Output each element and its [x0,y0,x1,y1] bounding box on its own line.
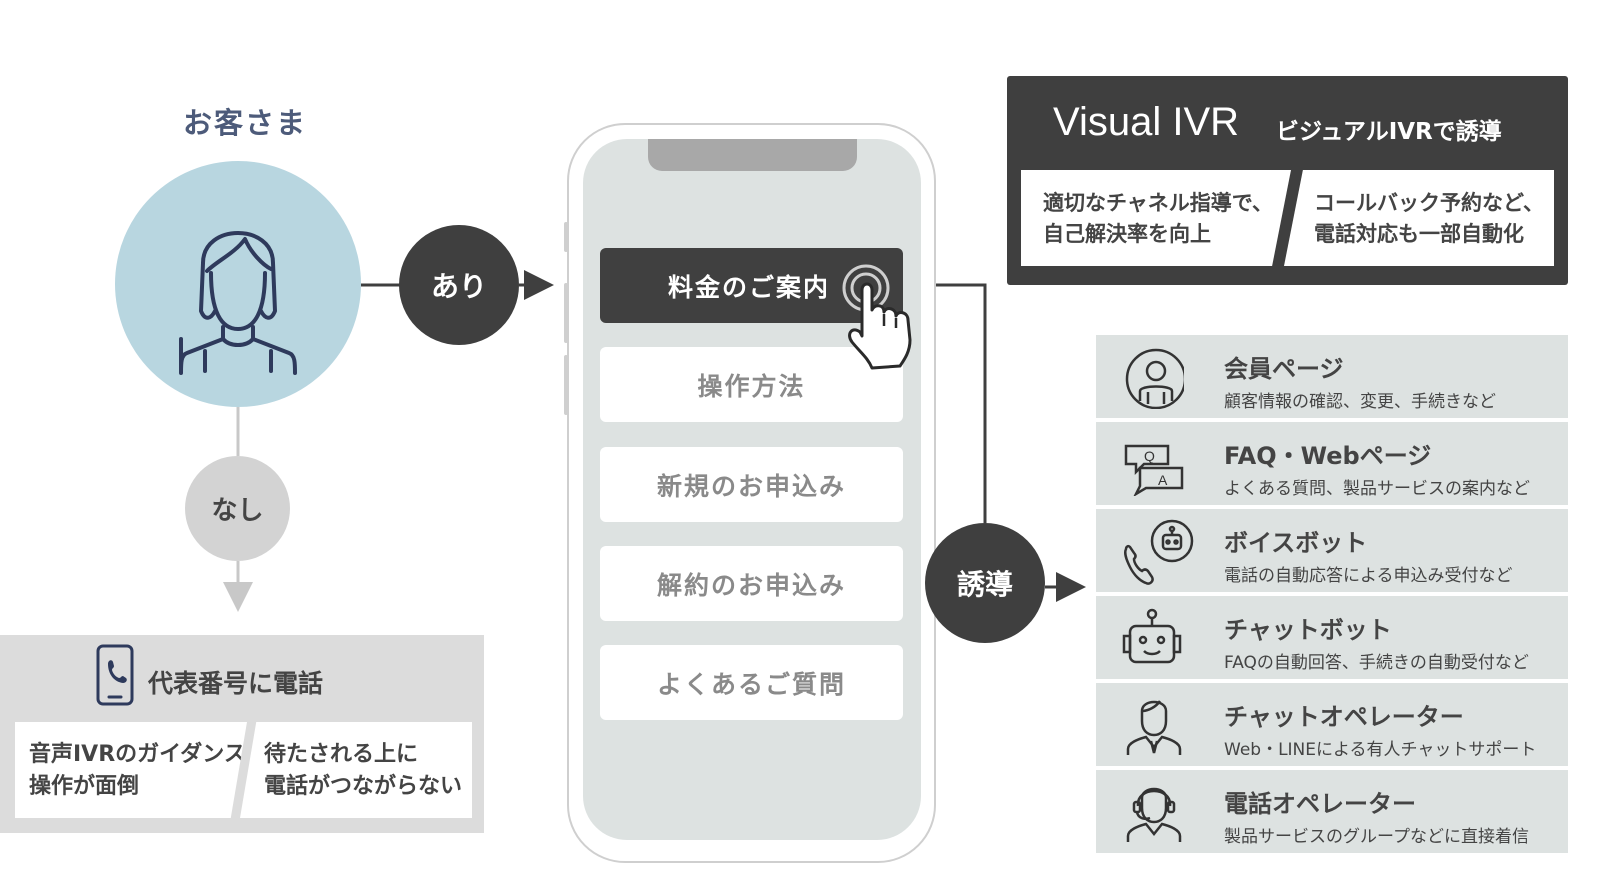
visual-ivr-benefit-card: コールバック予約など、 電話対応も一部自動化 [1284,170,1554,266]
faq-icon: Q A [1114,432,1184,498]
channel-title: 電話オペレーター [1224,790,1416,818]
channel-description: FAQの自動回答、手続きの自動受付など [1224,653,1529,673]
visual-ivr-benefit-card: 適切なチャネル指導で、 自己解決率を向上 [1021,170,1291,266]
daihyo-title: 代表番号に電話 [148,669,324,698]
woman-icon [179,231,297,375]
menu-item-pricing[interactable]: 料金のご案内 [600,248,903,323]
channel-description: 顧客情報の確認、変更、手続きなど [1224,392,1496,412]
benefit-line: 適切なチャネル指導で、 [1043,191,1273,215]
yes-bubble: あり [399,225,519,345]
voicebot-icon [1114,519,1194,585]
channel-title: FAQ・Webページ [1224,442,1432,470]
daihyo-issue-card: 音声IVRのガイダンス 操作が面倒 [15,722,247,818]
channel-voicebot: ボイスボット 電話の自動応答による申込み受付など [1096,509,1568,592]
issue-line: 操作が面倒 [29,774,140,799]
member-icon [1114,345,1187,410]
benefit-line: 電話対応も一部自動化 [1314,222,1524,246]
channel-description: よくある質問、製品サービスの案内など [1224,479,1530,499]
daihyo-issue-card: 待たされる上に 電話がつながらない [240,722,472,818]
guide-bubble: 誘導 [925,523,1045,643]
visual-ivr-logo: Visual IVR [1053,100,1240,144]
svg-text:A: A [1158,472,1168,488]
benefit-line: 自己解決率を向上 [1043,222,1211,246]
customer-avatar [115,161,361,407]
smartphone-call-icon [96,644,134,710]
menu-item-faq[interactable]: よくあるご質問 [600,645,903,720]
channel-chatbot: チャットボット FAQの自動回答、手続きの自動受付など [1096,596,1568,679]
phone-side-button [564,283,568,343]
menu-item-new-application[interactable]: 新規のお申込み [600,447,903,522]
customer-title: お客さま [182,106,307,140]
channel-title: 会員ページ [1224,355,1344,383]
channel-chat-operator: チャットオペレーター Web・LINEによる有人チャットサポート [1096,683,1568,766]
channel-description: 電話の自動応答による申込み受付など [1224,566,1513,586]
menu-item-operation[interactable]: 操作方法 [600,347,903,422]
channel-phone-operator: 電話オペレーター 製品サービスのグループなどに直接着信 [1096,770,1568,853]
issue-line: 待たされる上に [264,742,419,767]
channel-title: チャットボット [1224,616,1392,644]
issue-line: 電話がつながらない [264,774,463,799]
phone-operator-icon [1114,780,1184,844]
menu-item-cancellation[interactable]: 解約のお申込み [600,546,903,621]
chatbot-icon [1114,606,1184,670]
svg-text:Q: Q [1144,448,1155,464]
channel-description: 製品サービスのグループなどに直接着信 [1224,827,1529,847]
channel-faq-web: Q A FAQ・Webページ よくある質問、製品サービスの案内など [1096,422,1568,505]
channel-title: ボイスボット [1224,529,1368,557]
visual-ivr-subtitle: ビジュアルIVRで誘導 [1276,119,1502,145]
phone-side-button [564,355,568,415]
no-bubble: なし [185,456,290,561]
channel-title: チャットオペレーター [1224,703,1464,731]
chat-operator-icon [1114,693,1184,757]
issue-line: 音声IVRのガイダンス [29,742,246,767]
phone-side-button [564,222,568,252]
channel-member-page: 会員ページ 顧客情報の確認、変更、手続きなど [1096,335,1568,418]
benefit-line: コールバック予約など、 [1314,191,1544,215]
channel-description: Web・LINEによる有人チャットサポート [1224,740,1537,760]
hand-pointer-icon [838,262,928,378]
phone-notch [648,139,857,171]
